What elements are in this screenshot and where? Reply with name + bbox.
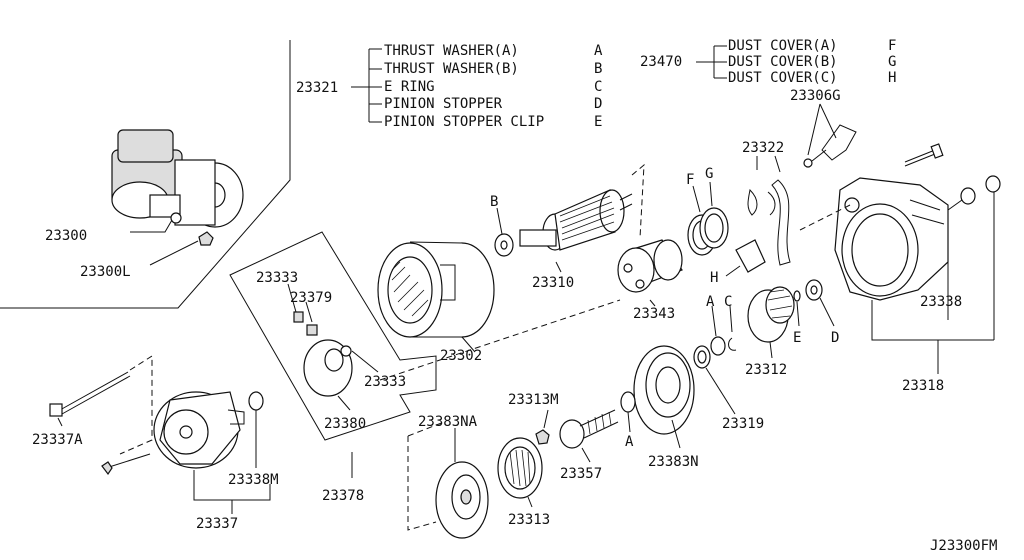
label-23383N: 23383N [648, 454, 699, 470]
label-23318: 23318 [902, 378, 944, 394]
label-23379: 23379 [290, 290, 332, 306]
legend-23321-item-0: THRUST WASHER(A) [384, 43, 519, 59]
dust-covers-fg-illustration [687, 207, 729, 256]
legend-23470-letter-1: G [888, 54, 896, 70]
nut-23338M [248, 391, 264, 411]
legend-23470-item-0: DUST COVER(A) [728, 38, 838, 54]
label-23306G: 23306G [790, 88, 841, 104]
bearing-23313-illustration [497, 437, 543, 499]
letter-B: B [490, 194, 498, 210]
legend-23470: 23470 DUST COVER(A) F DUST COVER(B) G DU… [640, 38, 896, 86]
cap-23338-b [985, 175, 1001, 193]
thrust-washer-a-2 [620, 391, 636, 413]
lever-23322-illustration [747, 179, 791, 266]
pinion-23312-illustration [747, 286, 795, 343]
legend-23470-letter-0: F [888, 38, 896, 54]
letter-A2: A [625, 434, 634, 450]
plate-23383NA-illustration [435, 461, 489, 539]
letter-F: F [686, 172, 694, 188]
section-divider [0, 40, 291, 309]
label-23313M: 23313M [508, 392, 559, 408]
armature-23310-illustration [519, 189, 633, 251]
label-23378: 23378 [322, 488, 364, 504]
label-23333-a: 23333 [256, 270, 298, 286]
brush-holder-outline [229, 231, 437, 441]
gear-case-23318-illustration [834, 177, 949, 301]
label-23338M: 23338M [228, 472, 279, 488]
legend-23321-item-3: PINION STOPPER [384, 96, 503, 112]
bolt-head-23337A [49, 403, 63, 417]
bracket-23306G-illustration [803, 124, 857, 168]
label-23337: 23337 [196, 516, 238, 532]
dust-cover-h [735, 239, 766, 273]
screw-23337 [101, 461, 113, 476]
legend-23321: 23321 THRUST WASHER(A) A THRUST WASHER(B… [296, 43, 603, 130]
legend-23321-item-2: E RING [384, 79, 435, 95]
diagram-code: J23300FM [930, 538, 997, 554]
yoke-23302-illustration [377, 241, 495, 338]
solenoid-23343-illustration [617, 239, 683, 293]
label-23380: 23380 [324, 416, 366, 432]
letter-E: E [793, 330, 801, 346]
legend-23470-part: 23470 [640, 54, 682, 70]
label-23383NA: 23383NA [418, 414, 478, 430]
label-23337A: 23337A [32, 432, 83, 448]
letter-H: H [710, 270, 718, 286]
label-23322: 23322 [742, 140, 784, 156]
through-bolt-23337A [59, 371, 131, 415]
rear-cover-23337-illustration [153, 391, 245, 469]
label-23310: 23310 [532, 275, 574, 291]
nut-23338-a [960, 187, 976, 205]
nut-23313M [535, 429, 550, 445]
legend-23321-item-4: PINION STOPPER CLIP [384, 114, 544, 130]
label-23312: 23312 [745, 362, 787, 378]
label-23300L: 23300L [80, 264, 131, 280]
letter-D: D [831, 330, 839, 346]
legend-23470-item-2: DUST COVER(C) [728, 70, 838, 86]
gear-shaft-23357-illustration [559, 409, 619, 449]
e-ring-c [728, 337, 737, 351]
legend-23321-letter-4: E [594, 114, 602, 130]
legend-23321-letter-1: B [594, 61, 602, 77]
legend-23321-letter-0: A [594, 43, 603, 59]
legend-23321-letter-2: C [594, 79, 602, 95]
letter-A1: A [706, 294, 715, 310]
letter-G: G [705, 166, 713, 182]
letter-C: C [724, 294, 732, 310]
stopper-clip-e [793, 290, 801, 302]
housing-23383N-illustration [633, 345, 695, 435]
label-23357: 23357 [560, 466, 602, 482]
thrust-washer-a-1 [710, 336, 726, 356]
legend-23470-item-1: DUST COVER(B) [728, 54, 838, 70]
legend-23321-item-1: THRUST WASHER(B) [384, 61, 519, 77]
label-23313: 23313 [508, 512, 550, 528]
label-23338: 23338 [920, 294, 962, 310]
starter-assembly-illustration [111, 129, 244, 233]
legend-23470-letter-2: H [888, 70, 896, 86]
brush-holder-23380-illustration [293, 311, 353, 397]
label-23300: 23300 [45, 228, 87, 244]
nut-23300L [198, 231, 214, 246]
label-23333-b: 23333 [364, 374, 406, 390]
label-23319: 23319 [722, 416, 764, 432]
bolt-top [930, 143, 944, 159]
legend-23321-letter-3: D [594, 96, 602, 112]
label-23343: 23343 [633, 306, 675, 322]
legend-23321-part: 23321 [296, 80, 338, 96]
label-23302: 23302 [440, 348, 482, 364]
